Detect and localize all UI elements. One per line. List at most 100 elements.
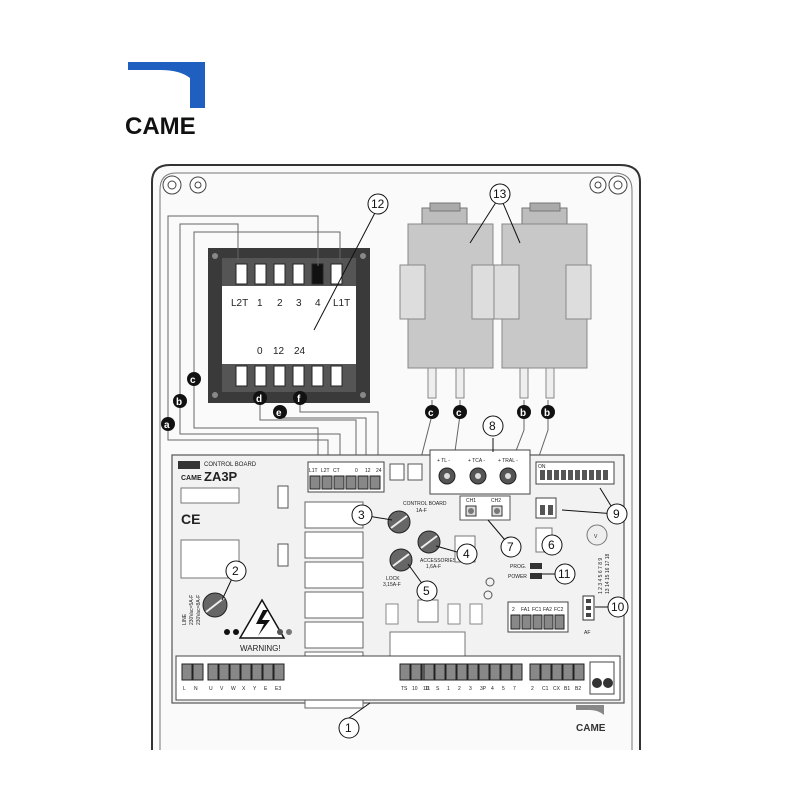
bottom-terminal[interactable]: [207, 663, 219, 681]
af-connector[interactable]: [582, 595, 595, 621]
dip-lever[interactable]: [575, 470, 580, 480]
bottom-terminal[interactable]: [240, 663, 252, 681]
bottom-terminal[interactable]: [540, 663, 552, 681]
svg-text:5: 5: [423, 584, 430, 598]
board-terminal-CT: CT: [333, 468, 340, 474]
cover-logo: CAME: [576, 705, 606, 734]
bottom-terminal[interactable]: [410, 663, 422, 681]
transformer-terminal-2: 2: [277, 298, 283, 309]
dip-lever[interactable]: [589, 470, 594, 480]
svg-text:b: b: [544, 408, 550, 419]
bottom-terminal[interactable]: [399, 663, 411, 681]
svg-text:2: 2: [512, 607, 515, 613]
transformer-slot-bottom: [235, 365, 248, 387]
relay: [304, 591, 364, 619]
fa-terminal[interactable]: [510, 614, 521, 630]
fa-terminal[interactable]: [543, 614, 554, 630]
dip-switch-10[interactable]: ON: [535, 461, 615, 485]
dip-lever[interactable]: [561, 470, 566, 480]
bottom-terminal[interactable]: [251, 663, 263, 681]
trimmer-label-tral: + TRAL -: [498, 458, 518, 464]
ch1-button[interactable]: [465, 505, 477, 517]
bottom-terminal[interactable]: [445, 663, 457, 681]
bottom-terminal[interactable]: [562, 663, 574, 681]
bottom-terminal-label: 10: [423, 686, 429, 692]
board-brand: CAME: [181, 475, 202, 482]
svg-text:FC1: FC1: [532, 607, 542, 613]
fa-terminal[interactable]: [554, 614, 565, 630]
dip-lever[interactable]: [547, 470, 552, 480]
bottom-terminal[interactable]: [181, 663, 193, 681]
dip-lever[interactable]: [603, 470, 608, 480]
board-transformer-terminal[interactable]: [309, 475, 321, 490]
board-transformer-terminal[interactable]: [345, 475, 357, 490]
trimmer-tral[interactable]: [499, 467, 517, 485]
callout-5: 5: [416, 580, 438, 602]
fa-terminal[interactable]: [521, 614, 532, 630]
warning-text: WARNING!: [240, 644, 281, 653]
trimmer-tl[interactable]: [438, 467, 456, 485]
dip-lever[interactable]: [568, 470, 573, 480]
bottom-terminal[interactable]: [500, 663, 512, 681]
brand-text: CAME: [125, 113, 196, 140]
board-terminal-L1T: L1T: [309, 468, 318, 474]
bottom-terminal[interactable]: [551, 663, 563, 681]
bottom-terminal[interactable]: [511, 663, 523, 681]
af-label: AF: [584, 630, 590, 636]
bottom-terminal[interactable]: [456, 663, 468, 681]
bottom-terminal[interactable]: [529, 663, 541, 681]
board-header: CONTROL BOARD: [204, 462, 257, 468]
callout-8: 8: [482, 415, 504, 437]
fa-terminal[interactable]: [532, 614, 543, 630]
bottom-terminal[interactable]: [573, 663, 585, 681]
bottom-terminal[interactable]: [434, 663, 446, 681]
radio-frequency-dial[interactable]: V: [586, 524, 608, 546]
transformer-terminal-24: 24: [294, 346, 306, 357]
bottom-terminal[interactable]: [478, 663, 490, 681]
bottom-terminal[interactable]: [467, 663, 479, 681]
svg-text:FA2: FA2: [543, 607, 552, 613]
fuse-line[interactable]: [202, 592, 228, 618]
bottom-terminal[interactable]: [218, 663, 230, 681]
svg-text:1 2 3 4 5 6 7 8 9: 1 2 3 4 5 6 7 8 9: [598, 558, 604, 594]
board-terminal-L2T: L2T: [321, 468, 330, 474]
svg-text:7: 7: [507, 540, 514, 554]
dip-switch-2[interactable]: [535, 497, 557, 519]
bottom-terminal-label: X: [242, 686, 246, 692]
bottom-terminal-label: 5: [502, 686, 505, 692]
dip-lever[interactable]: [596, 470, 601, 480]
control-board: CONTROL BOARD CAME ZA3P CE L1T L2T CT 0 …: [171, 449, 625, 709]
bottom-terminal[interactable]: [273, 663, 285, 681]
transformer-terminal-0: 0: [257, 346, 263, 357]
bottom-terminal[interactable]: [229, 663, 241, 681]
board-transformer-terminal[interactable]: [369, 475, 381, 490]
svg-text:3: 3: [358, 508, 365, 522]
board-transformer-terminal[interactable]: [357, 475, 369, 490]
bottom-terminal-label: E: [264, 686, 268, 692]
svg-text:13 14 15 16 17 18: 13 14 15 16 17 18: [605, 553, 611, 594]
bottom-terminal[interactable]: [192, 663, 204, 681]
bottom-terminal[interactable]: [262, 663, 274, 681]
ch2-button[interactable]: [491, 505, 503, 517]
fuse-accessories[interactable]: [417, 530, 441, 554]
trimmer-tca[interactable]: [469, 467, 487, 485]
fuse-lock[interactable]: [389, 548, 413, 572]
bottom-terminal[interactable]: [489, 663, 501, 681]
bottom-terminal[interactable]: [423, 663, 435, 681]
board-transformer-terminal[interactable]: [333, 475, 345, 490]
transformer-terminal-3: 3: [296, 298, 302, 309]
fuse-control-label: CONTROL BOARD: [403, 501, 447, 507]
bottom-terminal-label: V: [220, 686, 224, 692]
letter-f: f: [293, 391, 307, 405]
svg-text:13: 13: [493, 187, 507, 201]
transformer-terminal-4: 4: [315, 298, 321, 309]
svg-text:11: 11: [558, 567, 571, 581]
svg-text:4: 4: [463, 547, 470, 561]
board-model: ZA3P: [204, 469, 238, 484]
bottom-terminal-label: E3: [275, 686, 281, 692]
dip-lever[interactable]: [540, 470, 545, 480]
fuse-control-board[interactable]: [387, 510, 411, 534]
board-transformer-terminal[interactable]: [321, 475, 333, 490]
dip-lever[interactable]: [582, 470, 587, 480]
dip-lever[interactable]: [554, 470, 559, 480]
